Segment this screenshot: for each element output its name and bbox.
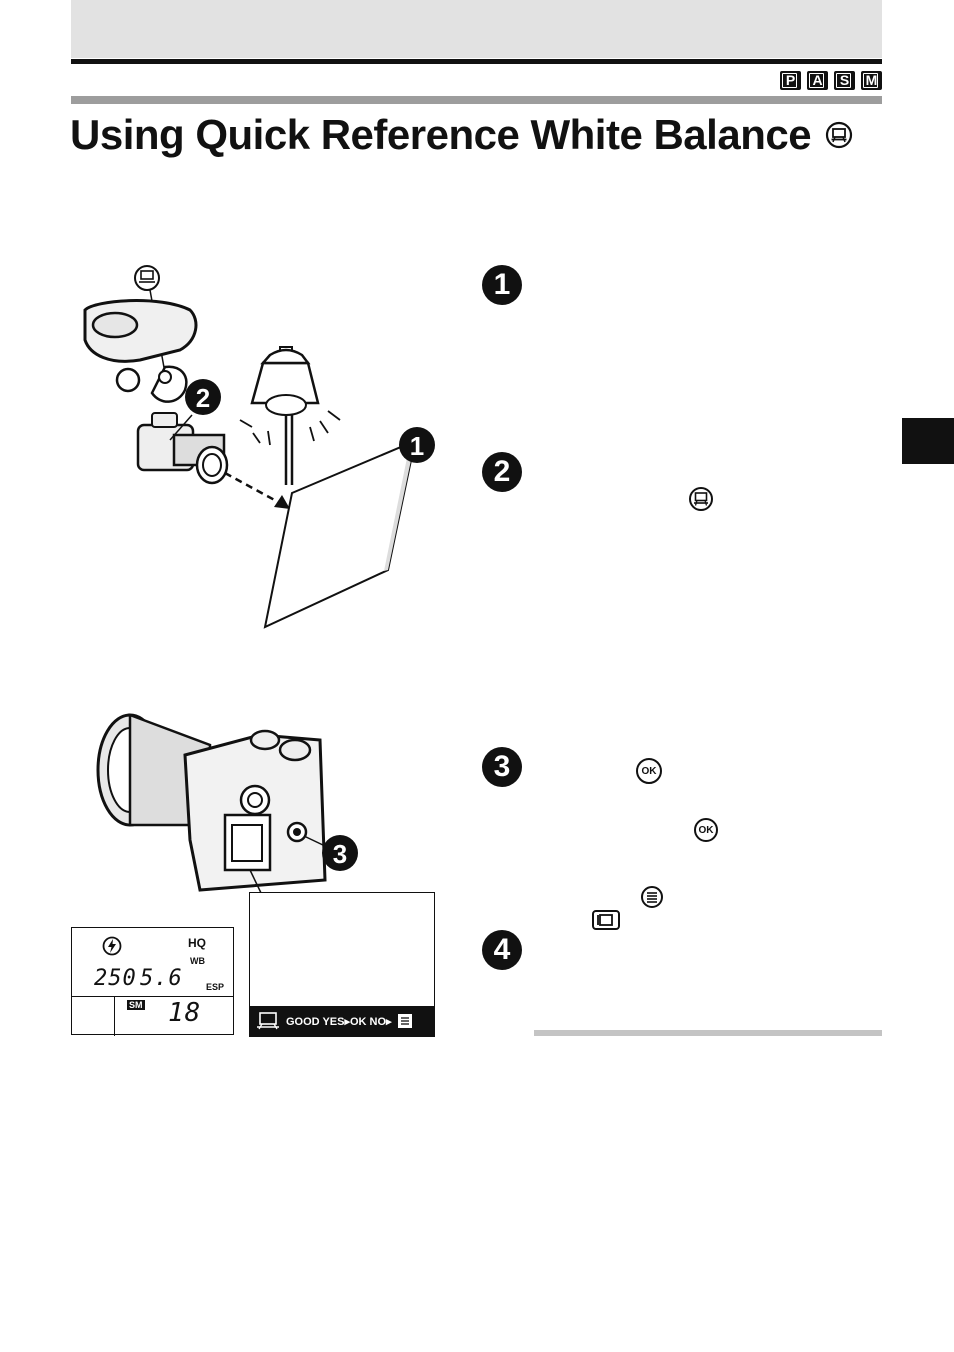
page-title-text: Using Quick Reference White Balance: [70, 111, 812, 158]
ok-icon: OK: [694, 818, 718, 842]
metering-label: ESP: [206, 982, 225, 992]
monitor-icon: [592, 910, 620, 935]
header-rule: [71, 59, 882, 64]
svg-text:1: 1: [410, 431, 424, 461]
svg-text:2: 2: [196, 383, 210, 413]
callout-2-badge: 2: [185, 379, 221, 415]
monitor-status-bar: GOOD YES▸OK NO▸: [250, 1006, 434, 1036]
step-1-badge: 1: [482, 265, 522, 305]
callout-1-badge: 1: [399, 427, 435, 463]
callout-3-badge: 3: [322, 835, 358, 871]
shutter-readout: 250: [94, 966, 137, 991]
control-panel-lcd: HQ WB 250 5.6 ESP SM 18: [71, 927, 234, 1036]
one-touch-wb-icon: [256, 1011, 280, 1031]
step-3-badge: 3: [482, 747, 522, 787]
monitor-prompt-text: GOOD YES▸OK NO▸: [286, 1015, 392, 1028]
mode-p-badge: P: [780, 71, 801, 90]
ok-icon: OK: [636, 758, 662, 784]
one-touch-wb-icon: [134, 265, 160, 291]
camera-back-illustration: 3: [96, 713, 358, 896]
title-rule: [71, 96, 882, 104]
step-2-badge: 2: [482, 452, 522, 492]
header-band: [71, 0, 882, 58]
menu-icon: [640, 885, 664, 914]
monitor-screen: GOOD YES▸OK NO▸: [249, 892, 435, 1037]
card-indicator: SM: [127, 1000, 145, 1010]
flash-off-icon: [102, 936, 122, 961]
white-balance-setup-illustration: 2 1: [83, 265, 435, 629]
step-4-badge: 4: [482, 930, 522, 970]
page-title: Using Quick Reference White Balance: [70, 110, 853, 160]
exposure-mode-indicators: P A S M: [780, 71, 882, 91]
mode-s-badge: S: [834, 71, 855, 90]
lcd-divider: [72, 996, 233, 997]
mode-m-badge: M: [861, 71, 882, 90]
chapter-tab: [902, 418, 954, 464]
svg-text:3: 3: [333, 839, 347, 869]
frames-remaining: 18: [168, 998, 202, 1028]
lcd-divider: [114, 996, 115, 1036]
one-touch-wb-icon: [825, 121, 853, 149]
menu-icon: [397, 1014, 412, 1028]
quality-label: HQ: [188, 936, 206, 950]
aperture-readout: 5.6: [140, 966, 183, 991]
mode-a-badge: A: [807, 71, 828, 90]
section-end-rule: [534, 1030, 882, 1036]
wb-label: WB: [190, 956, 205, 966]
one-touch-wb-icon: [688, 486, 714, 517]
